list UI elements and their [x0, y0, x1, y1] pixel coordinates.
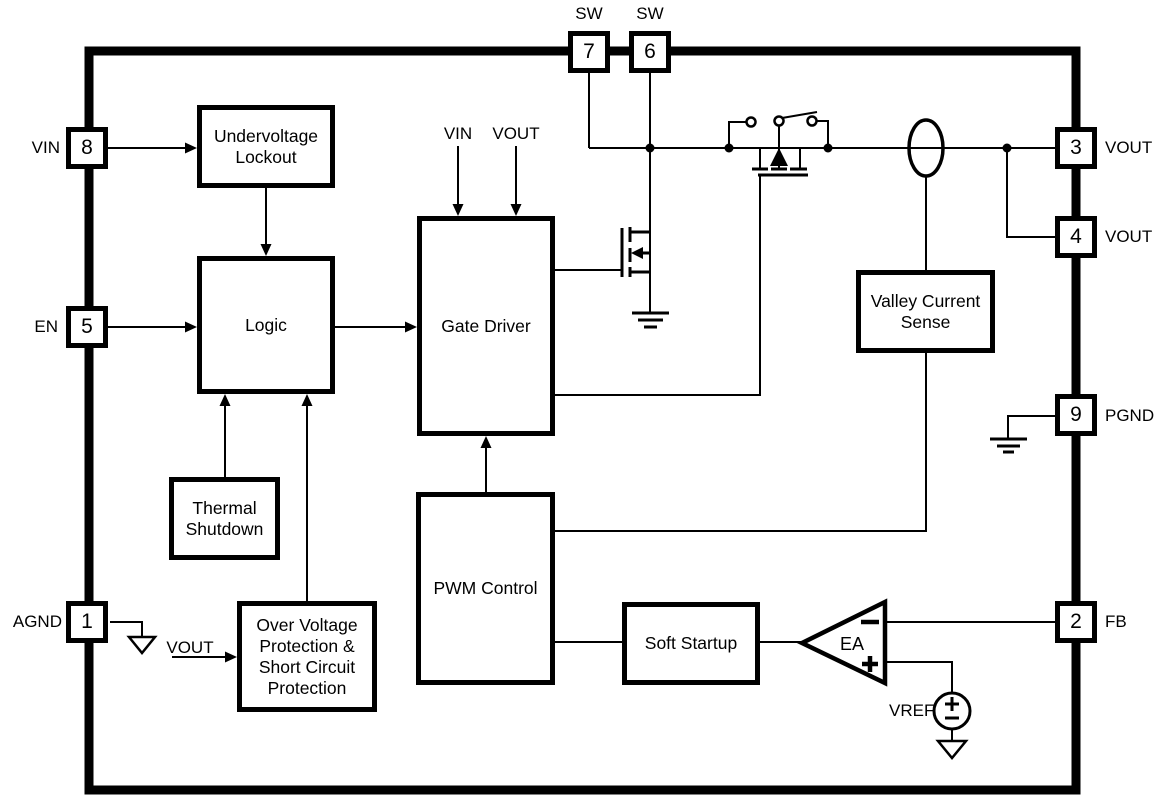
label-gate-driver-vout: VOUT	[492, 124, 540, 143]
label-vref: VREF	[889, 701, 935, 720]
ground-symbol-agnd	[126, 635, 158, 655]
block-thermal-shutdown: Thermal Shutdown	[169, 477, 280, 560]
pin-6-label: SW	[636, 4, 664, 23]
nmos-body-arrow	[631, 247, 643, 259]
pin-9-label: PGND	[1105, 406, 1155, 425]
junction-dots	[645, 143, 1012, 153]
vref-signs	[945, 697, 959, 720]
pin-7-label: SW	[575, 4, 603, 23]
pin-6: 6	[629, 31, 671, 73]
block-soft-startup: Soft Startup	[622, 602, 760, 685]
block-logic: Logic	[197, 256, 335, 394]
pmos-switch	[752, 167, 808, 177]
body-select-switch	[745, 115, 818, 128]
ea-input-signs	[861, 619, 879, 672]
arrowheads	[185, 142, 522, 663]
ground-symbol-nmos	[632, 311, 669, 329]
pin-2-label: FB	[1105, 612, 1127, 631]
nmos-transistor	[620, 227, 650, 277]
pin-9: 9	[1055, 394, 1097, 436]
pin-1: 1	[66, 601, 108, 643]
current-sense-loop	[907, 118, 945, 178]
block-pwm-control: PWM Control	[416, 492, 555, 685]
pin-4: 4	[1055, 216, 1097, 258]
label-ovp-vout: VOUT	[166, 638, 214, 657]
block-undervoltage-lockout: Undervoltage Lockout	[197, 105, 335, 188]
block-valley-current-sense: Valley Current Sense	[856, 270, 995, 353]
block-gate-driver: Gate Driver	[417, 216, 555, 436]
ground-symbol-vref	[935, 739, 969, 760]
ground-symbol-pgnd	[990, 437, 1027, 454]
pin-5: 5	[66, 306, 108, 348]
pin-1-label: AGND	[12, 612, 62, 631]
pmos-body-arrow	[770, 148, 788, 166]
pin-5-label: EN	[34, 317, 58, 336]
pin-3: 3	[1055, 127, 1097, 169]
label-ea: EA	[840, 634, 865, 654]
pin-2: 2	[1055, 601, 1097, 643]
pin-8: 8	[66, 127, 108, 169]
pin-8-label: VIN	[31, 138, 60, 157]
block-over-voltage-protection: Over Voltage Protection & Short Circuit …	[237, 601, 377, 712]
wires	[108, 73, 1055, 741]
label-gate-driver-vin: VIN	[443, 124, 473, 143]
pin-7: 7	[568, 31, 610, 73]
pin-4-label: VOUT	[1105, 227, 1153, 246]
pin-3-label: VOUT	[1105, 138, 1153, 157]
